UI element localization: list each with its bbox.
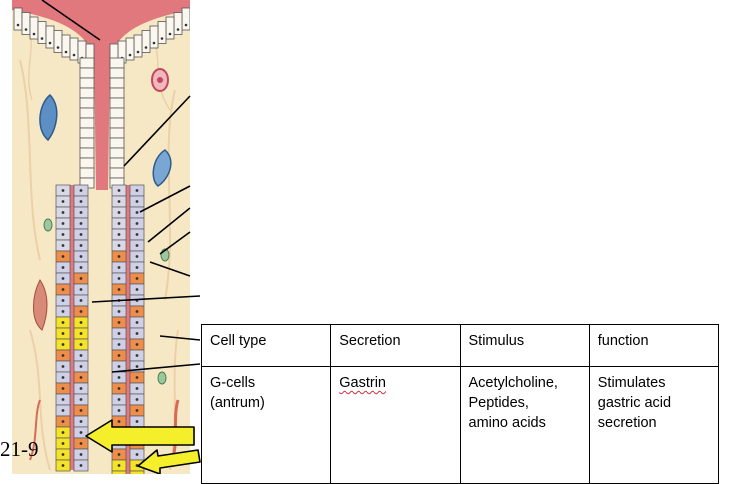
table-row: G-cells (antrum) Gastrin Acetylcholine, …	[200, 366, 720, 484]
header-cell-type: Cell type	[200, 324, 332, 367]
figure-number: 21-9	[0, 437, 39, 461]
arrow-icon	[85, 419, 195, 453]
blood-vessel	[152, 149, 172, 187]
header-function: function	[588, 324, 720, 367]
secretion-value: Gastrin	[330, 366, 461, 484]
arrow-icon	[137, 449, 201, 474]
leader-lines	[41, 0, 201, 373]
header-secretion: Secretion	[330, 324, 461, 367]
secretion-text: Gastrin	[339, 375, 386, 391]
cell-type-value: G-cells (antrum)	[200, 366, 332, 484]
gastric-gland-illustration	[12, 0, 201, 474]
blood-vessel	[39, 93, 58, 142]
function-value: Stimulates gastric acid secretion	[588, 366, 720, 484]
header-stimulus: Stimulus	[459, 324, 590, 367]
gland-cells	[55, 184, 145, 474]
surface-epithelium	[13, 7, 190, 189]
table-header-row: Cell type Secretion Stimulus function	[200, 324, 720, 367]
gastric-pit-lumen	[12, 0, 190, 190]
cell-type-table: Cell type Secretion Stimulus function G-…	[200, 324, 720, 484]
blood-vessel	[33, 279, 48, 331]
stimulus-value: Acetylcholine, Peptides, amino acids	[459, 366, 590, 484]
